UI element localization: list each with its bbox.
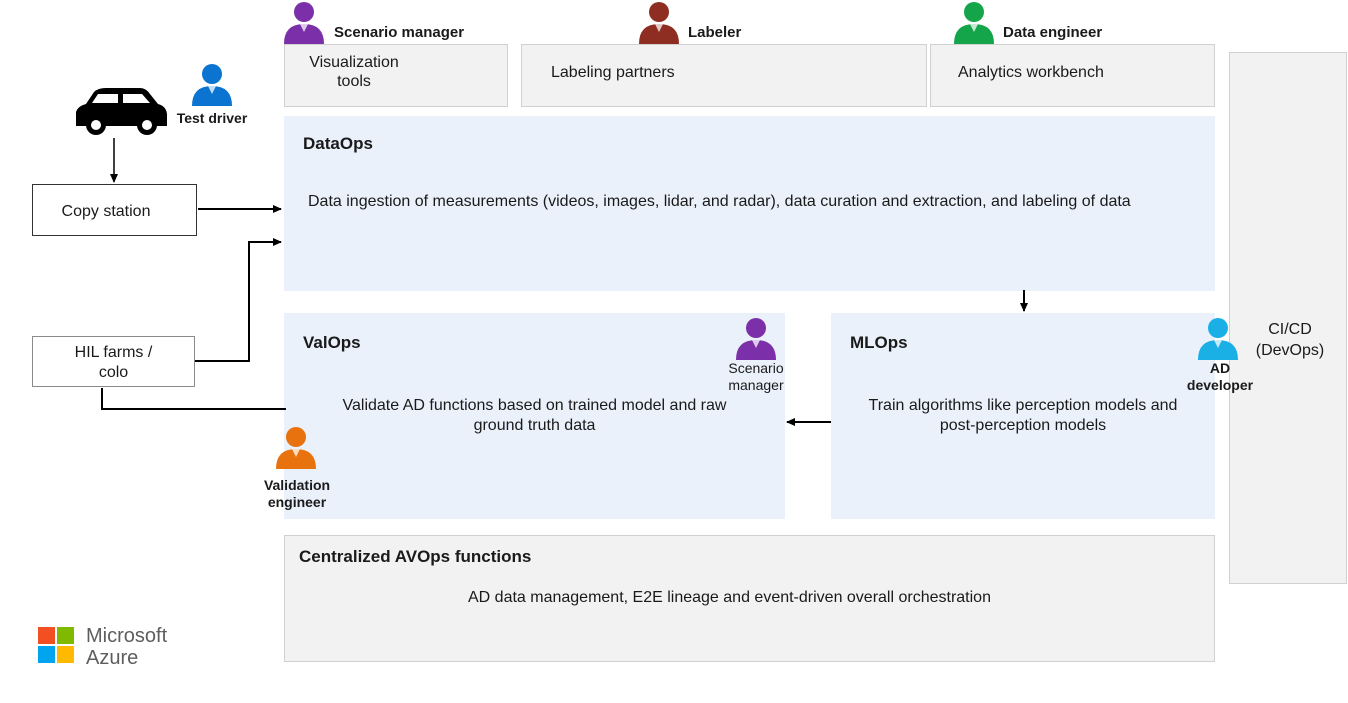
visualization-tools-box: [284, 44, 508, 107]
data-engineer-label: Data engineer: [1003, 24, 1103, 41]
labeling-partners-box: [521, 44, 927, 107]
mlops-title: MLOps: [850, 333, 908, 352]
dataops-box: [284, 116, 1215, 291]
logo-tile-green: [57, 627, 74, 644]
logo-text-microsoft: Microsoft: [86, 625, 168, 647]
mlops-description-2: post-perception models: [939, 417, 1107, 434]
analytics-workbench-box: [930, 44, 1215, 107]
validation-engineer-person-icon: [276, 427, 316, 469]
mlops-box: [831, 313, 1215, 519]
logo-tile-yellow: [57, 646, 74, 663]
scenario-manager-top-label: Scenario manager: [334, 24, 465, 41]
valops-to-hil-line: [101, 388, 286, 410]
dataops-title: DataOps: [303, 134, 373, 153]
labeler-person-icon: [639, 2, 679, 44]
ad-developer-person-icon: [1198, 318, 1238, 360]
labeler-label: Labeler: [688, 24, 742, 41]
hil-farms-box: [32, 336, 195, 387]
ad-developer-label-1: AD: [1209, 360, 1231, 376]
scenario-manager-valops-label-2: manager: [728, 377, 784, 393]
hil-farms-label-1: HIL farms /: [74, 344, 153, 361]
cicd-label-1: CI/CD: [1268, 321, 1312, 338]
copy-station-box: [32, 184, 197, 236]
test-driver-person-icon: [192, 64, 232, 106]
labeling-partners-label: Labeling partners: [551, 64, 675, 81]
logo-text-azure: Azure: [86, 647, 139, 669]
valops-title: ValOps: [303, 333, 361, 352]
centralized-title: Centralized AVOps functions: [299, 547, 532, 566]
visualization-tools-label-2: tools: [337, 73, 371, 90]
valops-box: [284, 313, 785, 519]
cicd-box: [1229, 52, 1347, 584]
scenario-manager-person-icon: [284, 2, 324, 44]
car-icon: [76, 88, 167, 135]
mlops-description-1: Train algorithms like perception models …: [868, 397, 1178, 414]
hil-farms-label-2: colo: [98, 364, 129, 381]
logo-tile-blue: [38, 646, 55, 663]
centralized-box: [284, 535, 1215, 662]
dataops-description: Data ingestion of measurements (videos, …: [308, 193, 1131, 210]
centralized-description: AD data management, E2E lineage and even…: [468, 589, 991, 606]
hil-to-dataops-arrow: [195, 238, 282, 362]
visualization-tools-label-1: Visualization: [309, 54, 399, 71]
analytics-workbench-label: Analytics workbench: [958, 64, 1104, 81]
validation-engineer-label-2: engineer: [267, 494, 327, 510]
cicd-label-2: (DevOps): [1255, 342, 1325, 359]
valops-description-2: ground truth data: [473, 417, 596, 434]
data-engineer-person-icon: [954, 2, 994, 44]
scenario-manager-valops-label-1: Scenario: [728, 360, 784, 376]
valops-description-1: Validate AD functions based on trained m…: [342, 397, 727, 414]
logo-tile-red: [38, 627, 55, 644]
scenario-manager-valops-person-icon: [736, 318, 776, 360]
test-driver-label: Test driver: [176, 110, 248, 126]
ad-developer-label-2: developer: [1186, 377, 1254, 393]
copy-station-label: Copy station: [61, 203, 151, 220]
validation-engineer-label-1: Validation: [263, 477, 331, 493]
